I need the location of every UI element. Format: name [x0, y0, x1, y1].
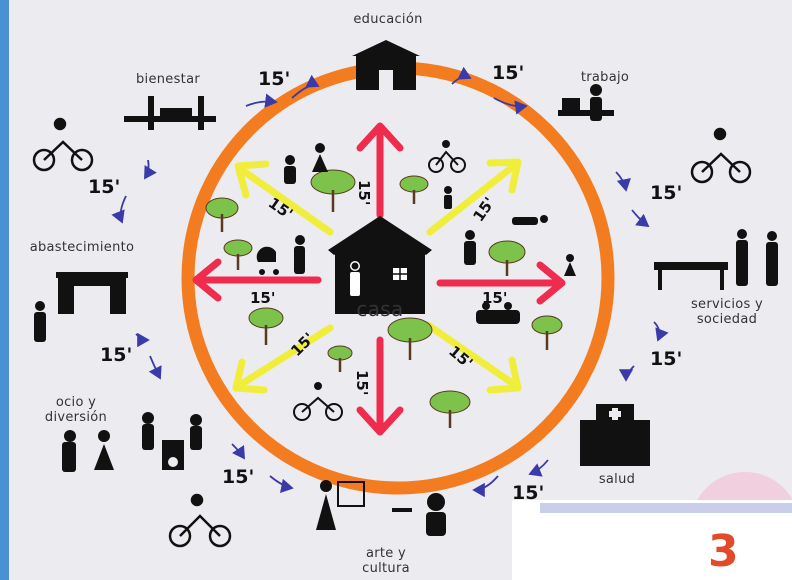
- curve-bienestar-educacion: [245, 93, 278, 108]
- tree-icon: [310, 169, 356, 212]
- tree-icon: [223, 239, 253, 270]
- label-bienestar: bienestar: [136, 72, 200, 87]
- market-icon: [56, 272, 128, 314]
- tree-icon: [387, 317, 433, 360]
- dancers-icon: [62, 430, 114, 472]
- time-label: 15': [512, 482, 545, 504]
- label-trabajo: trabajo: [580, 70, 630, 85]
- overlay-strip: [540, 503, 792, 513]
- tree-icon: [399, 175, 429, 204]
- person-icon: [444, 186, 452, 209]
- tree-icon: [205, 197, 239, 232]
- tree-icon: [429, 390, 471, 428]
- person-icon: [284, 155, 296, 184]
- outer-icons: [32, 40, 778, 548]
- curve-abast-bici: [111, 195, 127, 224]
- waiter-icon: [736, 229, 748, 286]
- tree-icon: [248, 307, 284, 345]
- left-edge-bar: [0, 0, 9, 580]
- curve-servicios-salud-2: [618, 365, 635, 382]
- tree-icon: [488, 240, 526, 276]
- tree-icons: [205, 169, 563, 428]
- stroller-icon: [256, 246, 279, 275]
- time-label: 15': [222, 466, 255, 488]
- curve-ocio-arte-2: [269, 475, 294, 493]
- bench-people-icon: [476, 302, 520, 324]
- hospital-icon: [580, 404, 650, 466]
- time-label: 15': [492, 62, 525, 84]
- slide-number: 3: [708, 526, 739, 577]
- gym-icon: [124, 96, 216, 130]
- reading-person-icon: [512, 215, 548, 225]
- cyclist-icon: [428, 140, 466, 173]
- label-servicios: servicios y sociedad: [690, 297, 764, 327]
- inner-people: [256, 140, 576, 421]
- yellow-arrows: [232, 158, 522, 394]
- sculpture-icon: [392, 493, 446, 536]
- time-label: 15': [88, 176, 121, 198]
- dj-speaker-icon: [142, 412, 202, 470]
- person-icon: [564, 254, 576, 276]
- inner-time-left: 15': [250, 289, 275, 307]
- label-casa: casa: [356, 297, 404, 321]
- curve-ocio-arte-1: [231, 443, 245, 460]
- curve-salud-arte-2: [472, 475, 499, 498]
- outer-curves: [111, 66, 669, 498]
- inner-time-nw: 15': [265, 194, 296, 223]
- time-label: 15': [100, 344, 133, 366]
- person-icon: [312, 143, 328, 172]
- label-salud: salud: [598, 472, 636, 487]
- time-label: 15': [258, 68, 291, 90]
- cyclist-icon: [32, 117, 94, 172]
- arrow-sw: [236, 324, 334, 389]
- curve-servicios-salud-1: [653, 321, 669, 342]
- label-ocio: ocio y diversión: [44, 395, 108, 425]
- painter-icon: [316, 480, 365, 530]
- school-icon: [352, 40, 420, 90]
- label-abastecimiento: abastecimiento: [29, 240, 135, 255]
- inner-time-right: 15': [482, 289, 507, 307]
- tree-icon: [531, 315, 563, 350]
- cyclist-icon: [690, 127, 752, 184]
- guitarist-icon: [464, 230, 476, 265]
- arrow-se: [424, 321, 519, 389]
- curve-educacion-bienestar: [291, 74, 320, 99]
- curve-servicios-bici: [631, 209, 650, 228]
- office-worker-icon: [558, 84, 614, 121]
- curve-abast-ocio-1: [135, 332, 150, 348]
- curve-abast-ocio-2: [148, 355, 162, 380]
- cyclist-icon: [293, 382, 343, 421]
- label-educacion: educación: [353, 12, 423, 27]
- curve-salud-arte-1: [528, 459, 549, 477]
- curve-trabajo-bici: [615, 171, 631, 192]
- inner-time-se: 15': [445, 342, 476, 372]
- curve-educacion-trabajo: [451, 66, 472, 85]
- waiter-icon: [766, 231, 778, 286]
- cyclist-icon: [168, 493, 232, 548]
- house-icon: [328, 216, 432, 314]
- inner-time-down: 15': [353, 370, 371, 395]
- curve-trabajo-educacion: [493, 97, 528, 115]
- person-icon: [294, 235, 305, 274]
- time-label: 15': [650, 182, 683, 204]
- curve-bienestar-bici: [144, 159, 157, 180]
- arrow-nw: [238, 166, 334, 236]
- label-arte: arte y cultura: [362, 546, 410, 576]
- restaurant-icon: [654, 262, 728, 290]
- arrow-ne: [426, 161, 519, 236]
- tree-icon: [327, 345, 353, 372]
- shopper-icon: [34, 301, 46, 342]
- time-label: 15': [650, 348, 683, 370]
- red-arrows: [192, 122, 566, 436]
- inner-time-up: 15': [355, 180, 373, 205]
- overlay-panel: [512, 500, 792, 580]
